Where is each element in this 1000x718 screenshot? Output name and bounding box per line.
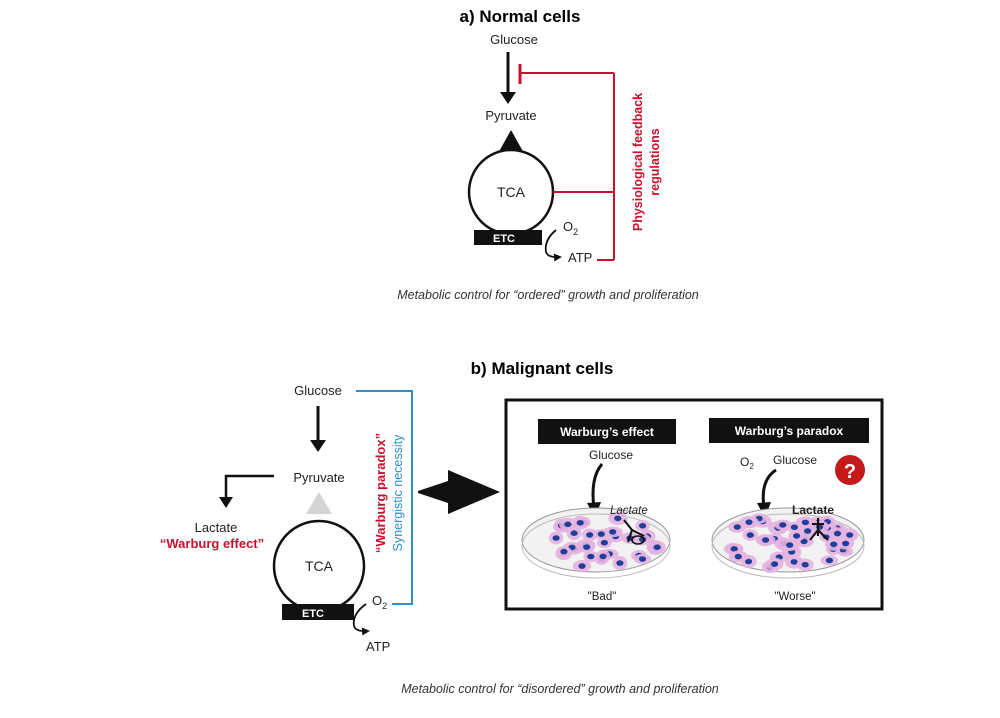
cell-nucleus [564,521,572,528]
warburg-paradox-box [709,418,869,443]
panel-b-faded-pyruvate-to-tca-arrowhead-icon [306,492,332,514]
cell-nucleus [825,557,834,564]
cell-nucleus [744,558,753,565]
cell-nucleus [804,528,812,534]
cell-nucleus [846,532,854,538]
panel-a-o2-label: O2 [563,219,578,237]
inset-left-lactate-transporter-icon [623,519,645,545]
panel-a-tca-label: TCA [497,184,526,200]
panel-b-lactate-label: Lactate [195,520,238,535]
panel-b-tca-label: TCA [305,558,334,574]
panel-b-warburg-paradox-label: “Warburg paradox” [373,433,388,553]
warburg-effect-box-label: Warburg’s effect [560,425,654,439]
cell-nucleus [734,553,742,560]
cell-nucleus [790,524,799,530]
warburg-paradox-box-label: Warburg’s paradox [735,424,844,438]
cell-nucleus [745,519,753,525]
cell-nucleus [653,544,661,550]
panel-a-etc-bar [474,230,542,245]
inset-left-caption: "Bad" [588,591,617,603]
cell-nucleus [616,560,624,566]
cell-nucleus [779,522,787,528]
panel-b-pyruvate-label: Pyruvate [293,470,344,485]
inset-left-cells [548,511,666,573]
panel-b-pyruvate-to-lactate-arrow [224,474,274,500]
panel-b-synergy-bracket [356,390,413,605]
panel-a-feedback-label-line1: Physiological feedback [631,93,645,231]
cell-nucleus [746,532,754,538]
panel-b-o2-label: O2 [372,593,387,611]
question-mark-icon [835,455,865,485]
warburg-effect-box [538,419,676,444]
cell-nucleus [570,530,578,536]
cell-nucleus [793,533,801,539]
panel-b-big-right-arrow-icon [418,470,500,514]
panel-b-title: b) Malignant cells [471,359,614,378]
cell-nucleus [600,539,609,546]
panel-b-atp-curved-arrow [352,603,370,636]
cell-nucleus [771,561,779,567]
inset-right-glucose-label: Glucose [773,453,817,467]
cell-nucleus [733,524,741,530]
panel-a-pyruvate-to-tca-arrowhead-icon [497,130,525,155]
panel-b-warburg-effect-label: “Warburg effect” [160,536,264,551]
cell-nucleus [609,529,617,535]
cell-nucleus [730,546,738,552]
panel-b-synergistic-necessity-label: Synergistic necessity [391,434,405,551]
cell-nucleus [614,515,622,522]
panel-b-etc-label: ETC [302,608,324,620]
inset-left-petri-dish [521,507,671,579]
cell-nucleus [576,520,584,526]
cell-nucleus [833,530,842,537]
inset-right-o2-label: O2 [740,455,754,471]
panel-b-caption: Metabolic control for “disordered” growt… [401,682,719,696]
cell-nucleus [578,563,586,569]
panel-a-feedback-inhibition [518,64,615,261]
cell-nucleus [786,542,794,548]
cell-nucleus [586,532,594,538]
cell-nucleus [560,548,568,555]
panel-b-arrowhead-down-icon [310,440,326,452]
panel-a-atp-curved-arrow [544,229,562,262]
inset-left-glucose-label: Glucose [589,448,633,462]
panel-a-caption: Metabolic control for “ordered” growth a… [397,288,699,302]
cell-nucleus [762,537,770,543]
panel-b-malignant-cells: b) Malignant cells Glucose Pyruvate Lact… [160,359,884,696]
cell-nucleus [830,541,838,548]
panel-a-normal-cells: a) Normal cells Glucose Pyruvate TCA ETC… [397,7,699,302]
cell-nucleus [842,540,850,547]
panel-b-arrowhead-lactate-icon [219,497,233,508]
cell-nucleus [790,559,798,565]
cell-nucleus [638,556,647,562]
panel-a-pyruvate-label: Pyruvate [485,108,536,123]
cell-nucleus [800,538,808,545]
panel-a-feedback-label-line2: regulations [648,128,662,195]
panel-b-glucose-label: Glucose [294,383,342,398]
cell-nucleus [552,535,560,541]
inset-right-caption: "Worse" [774,591,815,603]
inset-right-lactate-transporter-icon [809,518,829,541]
cell-nucleus [583,544,591,550]
panel-a-etc-label: ETC [493,233,515,245]
cell-nucleus [587,553,595,560]
panel-a-atp-label: ATP [568,250,592,265]
panel-b-atp-label: ATP [366,639,390,654]
cell-nucleus [801,561,809,568]
panel-a-arrowhead-down-icon [500,92,516,104]
cell-nucleus [639,523,647,529]
question-mark-glyph: ? [844,461,856,483]
panel-b-etc-bar [282,604,354,620]
cell-nucleus [801,519,810,526]
cell-nucleus [597,531,605,537]
panel-a-title: a) Normal cells [460,7,581,26]
panel-b-inset-box: Warburg’s effect Glucose Lactate "Bad" W… [504,398,884,611]
inset-right-lactate-label: Lactate [792,503,834,517]
cell-nucleus [599,553,607,560]
inset-left-lactate-label: Lactate [610,505,648,517]
panel-a-glucose-label: Glucose [490,32,538,47]
